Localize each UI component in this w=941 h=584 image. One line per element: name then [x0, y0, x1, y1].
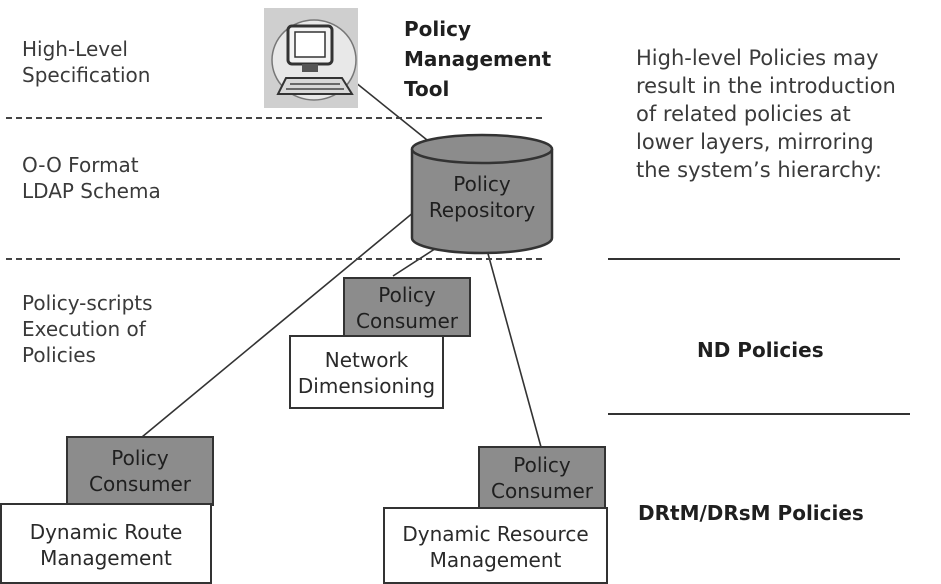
layer-separator-bottom — [6, 258, 542, 260]
policy-divider-bottom — [608, 413, 910, 415]
repo-to-drsm-line — [486, 249, 542, 448]
policy-divider-top — [608, 258, 900, 260]
layer-label-execution: Policy-scripts Execution of Policies — [22, 291, 153, 367]
tool-label: Policy Management Tool — [404, 17, 552, 101]
policy-consumer-drsm: Policy Consumer — [478, 446, 606, 510]
repo-to-drtm-line — [141, 206, 421, 438]
dynamic-resource-management-box: Dynamic Resource Management — [383, 507, 608, 584]
policy-repository: Policy Repository — [409, 133, 555, 256]
repository-label: Policy Repository — [428, 172, 536, 222]
policy-consumer-nd: Policy Consumer — [343, 277, 471, 337]
layer-separator-top — [6, 117, 542, 119]
computer-icon — [264, 8, 358, 108]
nd-policies-label: ND Policies — [697, 338, 824, 362]
network-dimensioning-box: Network Dimensioning — [289, 335, 444, 409]
layer-label-schema: O-O Format LDAP Schema — [22, 153, 161, 203]
policy-consumer-drtm: Policy Consumer — [66, 436, 214, 506]
dr-policies-label: DRtM/DRsM Policies — [638, 501, 864, 525]
layer-label-spec: High-Level Specification — [22, 37, 151, 87]
dynamic-route-management-box: Dynamic Route Management — [0, 503, 212, 584]
hierarchy-note: High-level Policies may result in the in… — [636, 46, 896, 182]
